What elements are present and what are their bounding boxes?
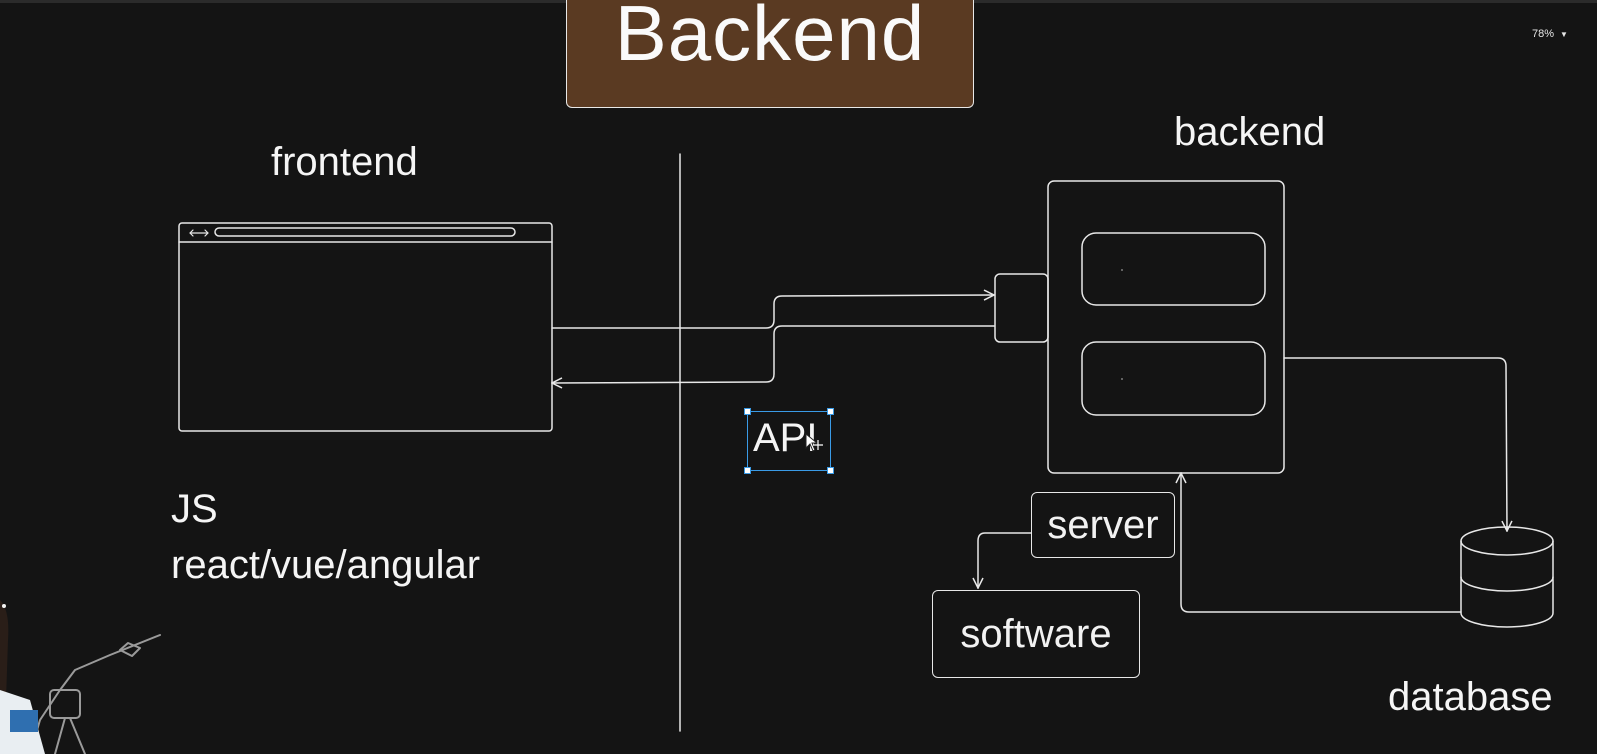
frameworks-label[interactable]: react/vue/angular (171, 543, 481, 587)
js-label[interactable]: JS (171, 487, 218, 531)
software-box[interactable]: software (932, 590, 1140, 678)
backend-module-2[interactable] (1081, 341, 1266, 416)
server-box[interactable]: server (1031, 492, 1175, 558)
request-arrow[interactable] (551, 295, 994, 329)
backend-container[interactable] (1047, 180, 1285, 474)
move-cursor-icon (805, 432, 823, 452)
backend-label[interactable]: backend (1174, 110, 1326, 154)
software-label: software (960, 611, 1112, 656)
left-right-arrows-icon (189, 229, 209, 237)
resize-handle-top-right[interactable] (827, 408, 834, 415)
response-arrow[interactable] (552, 325, 995, 383)
server-label: server (1047, 502, 1159, 547)
title-box[interactable]: Backend (566, 0, 974, 108)
database-cylinder-icon[interactable] (1460, 526, 1554, 628)
api-gateway-box[interactable] (994, 273, 1049, 343)
database-to-backend-arrow[interactable] (1181, 473, 1462, 613)
backend-module-1[interactable] (1081, 232, 1266, 306)
frontend-label[interactable]: frontend (271, 140, 418, 184)
server-to-software-arrow[interactable] (978, 532, 1032, 588)
resize-handle-bottom-left[interactable] (744, 467, 751, 474)
api-label-selection[interactable]: API (744, 408, 834, 474)
caret-down-icon[interactable]: ▼ (1560, 29, 1568, 39)
presenter-camera-icon (29, 634, 161, 754)
zoom-control[interactable]: 78% ▼ (1532, 28, 1568, 40)
resize-handle-top-left[interactable] (744, 408, 751, 415)
resize-handle-bottom-right[interactable] (827, 467, 834, 474)
backend-to-database-arrow[interactable] (1283, 357, 1507, 531)
zoom-level: 78% (1532, 28, 1555, 40)
presenter-figure (0, 600, 45, 754)
browser-window[interactable] (178, 222, 553, 432)
page-title: Backend (614, 0, 926, 77)
database-label[interactable]: database (1388, 675, 1553, 719)
